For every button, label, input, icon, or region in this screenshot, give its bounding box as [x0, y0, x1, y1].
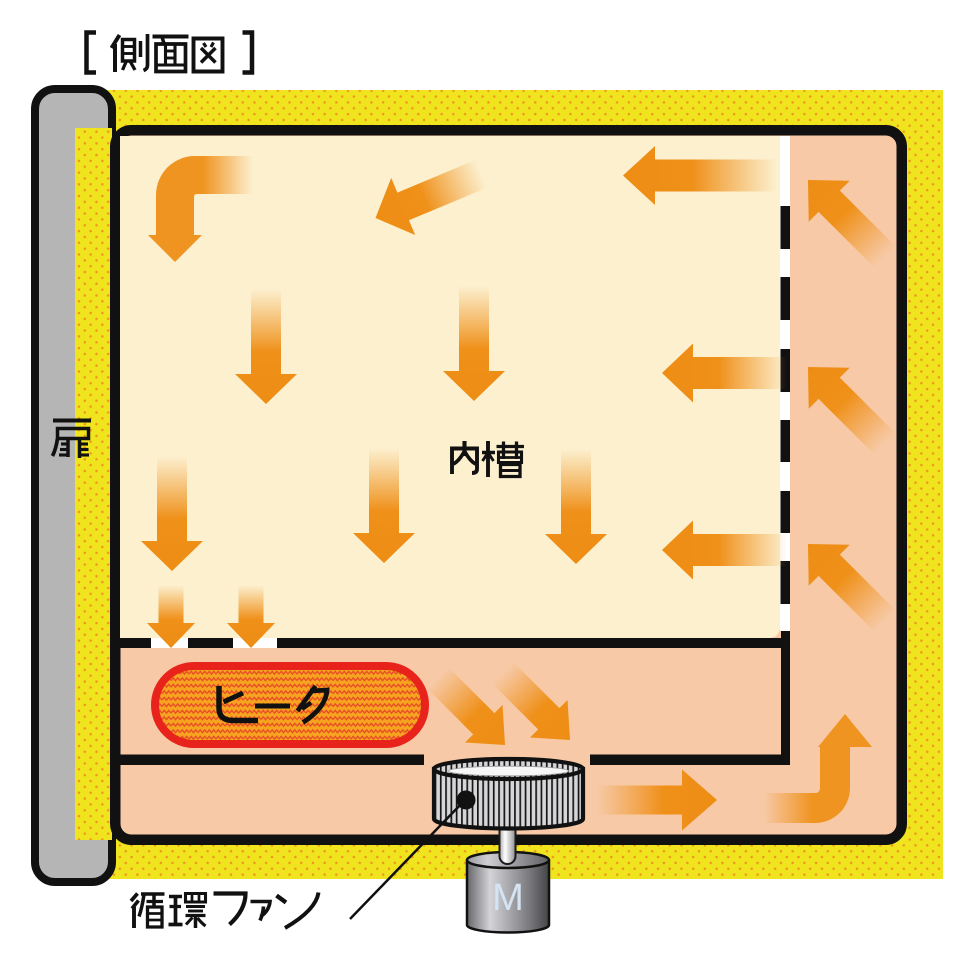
svg-text:M: M [492, 877, 524, 919]
